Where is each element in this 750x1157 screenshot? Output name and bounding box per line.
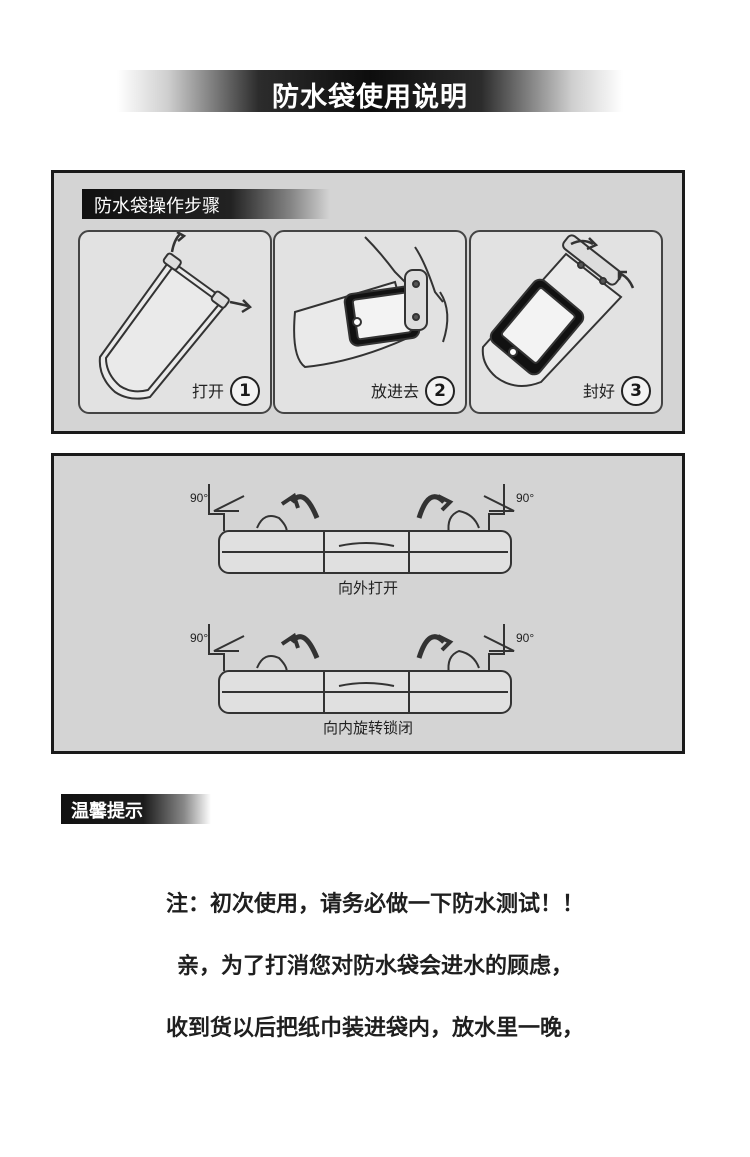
step-number-badge: 3 (621, 376, 651, 406)
page-title: 防水袋使用说明 (272, 82, 468, 113)
steps-header: 防水袋操作步骤 (82, 189, 330, 219)
step-card-seal: 封好 3 (469, 230, 663, 414)
open-bag-illustration (98, 232, 252, 400)
tips-header: 温馨提示 (71, 801, 143, 822)
caption-open: 向外打开 (337, 579, 398, 597)
note-line: 收到货以后把纸巾装进袋内，放水里一晚， (165, 1016, 584, 1041)
caption-close: 向内旋转锁闭 (322, 719, 413, 737)
step-card-insert: 放进去 2 (273, 230, 467, 414)
step-number-badge: 1 (230, 376, 260, 406)
step-number-badge: 2 (425, 376, 455, 406)
tips-banner: 温馨提示 (61, 794, 211, 824)
rotation-panel: 90° 90° 90° 90° 向外打开 向内旋转锁闭 (51, 453, 685, 754)
angle-label: 90° (516, 631, 534, 645)
step-label: 封好 (582, 382, 615, 401)
angle-label: 90° (516, 491, 534, 505)
insert-phone-illustration (293, 236, 449, 369)
steps-panel: 防水袋操作步骤 打开 1 (51, 170, 685, 434)
note-line: 亲，为了打消您对防水袋会进水的顾虑， (176, 954, 573, 979)
note-line: 注：初次使用，请务必做一下防水测试！！ (165, 892, 584, 917)
rotation-diagram: 90° 90° 90° 90° (190, 484, 534, 714)
angle-label: 90° (190, 631, 208, 645)
step-card-open: 打开 1 (78, 230, 272, 414)
angle-label: 90° (190, 491, 208, 505)
step-label: 放进去 (370, 382, 419, 401)
step-label: 打开 (191, 382, 224, 401)
steps-header-text: 防水袋操作步骤 (94, 196, 220, 217)
title-banner: 防水袋使用说明 (117, 70, 623, 113)
seal-bag-illustration (481, 234, 635, 387)
